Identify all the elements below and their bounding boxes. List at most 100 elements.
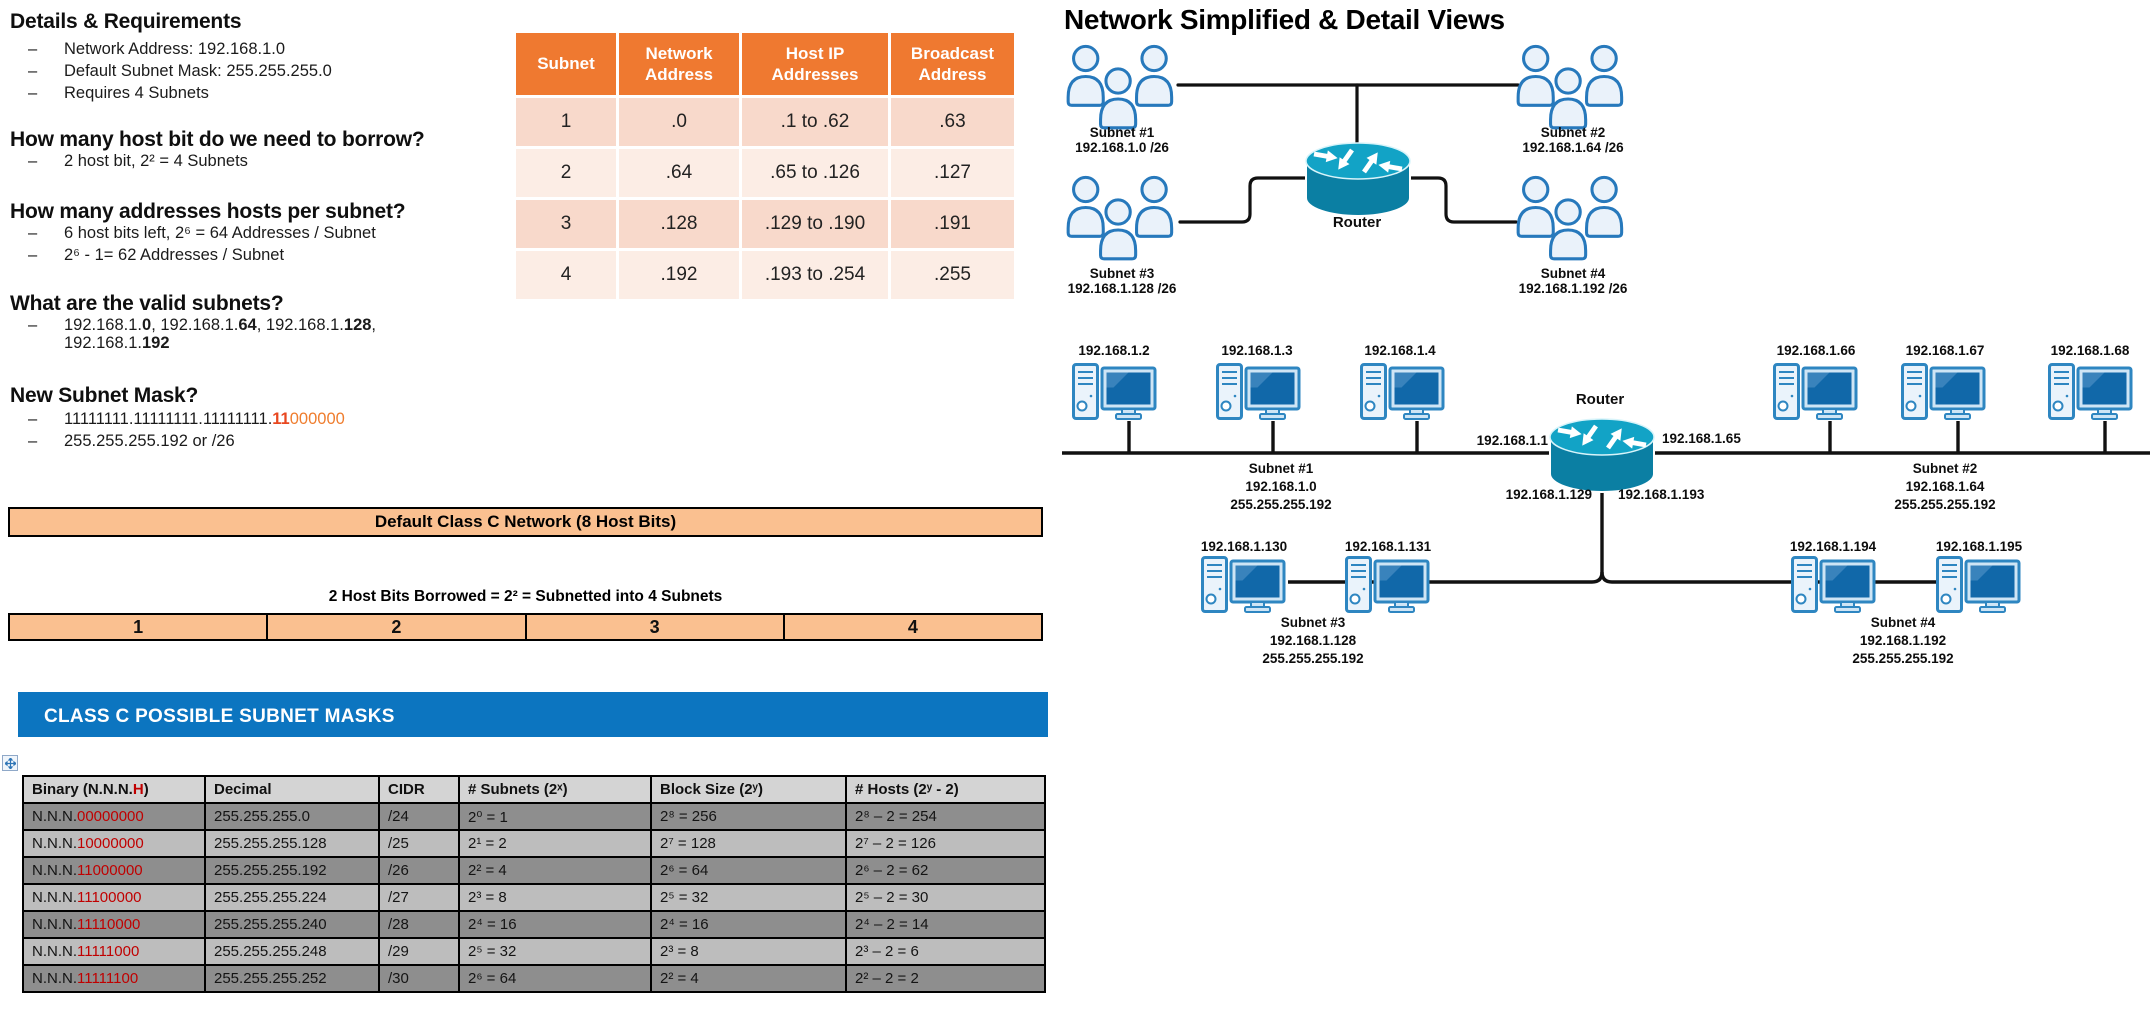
host-ip-label: 192.168.1.195 <box>1935 539 2023 554</box>
cell: 1 <box>516 98 616 146</box>
mask-host-bits: 000000 <box>289 410 345 428</box>
cell: 255.255.255.224 <box>204 883 380 912</box>
cell: 2⁷ – 2 = 126 <box>845 829 1046 858</box>
borrow-cell: 2 <box>268 615 527 639</box>
heading-borrow: How many host bit do we need to borrow? <box>10 128 425 151</box>
cell: 2¹ = 2 <box>458 829 652 858</box>
table-header-row: Subnet Network Address Host IP Addresses… <box>516 33 1014 95</box>
computer-icon <box>1936 556 2021 614</box>
list-item-valid-subnets-2: 192.168.1.192 <box>64 334 170 353</box>
heading-new-mask: New Subnet Mask? <box>10 384 199 407</box>
cell: 2⁶ = 64 <box>458 964 652 993</box>
computer-icon <box>1901 363 1986 421</box>
cell: /27 <box>378 883 460 912</box>
cell: 2³ = 8 <box>458 883 652 912</box>
list-item-text: Network Address: 192.168.1.0 <box>64 40 286 58</box>
subnet-text: 192.168.1. <box>64 316 142 334</box>
table-row: 2 .64 .65 to .126 .127 <box>516 149 1014 197</box>
host-ip-label: 192.168.1.4 <box>1364 343 1436 358</box>
cell: 2³ – 2 = 6 <box>845 937 1046 966</box>
cell: /26 <box>378 856 460 885</box>
col-header-decimal: Decimal <box>204 775 380 804</box>
cell: 2⁵ = 32 <box>650 883 847 912</box>
borrow-cell: 4 <box>784 615 1041 639</box>
cell: .193 to .254 <box>742 251 888 299</box>
subnet-block-name: Subnet #1 <box>1248 461 1314 476</box>
cell: 2⁸ – 2 = 254 <box>845 802 1046 831</box>
binary-cell: N.N.N.11111100 <box>22 964 206 993</box>
cell: 255.255.255.0 <box>204 802 380 831</box>
sep: , <box>151 316 161 334</box>
subnet-octet: 64 <box>238 316 257 334</box>
users-group-icon <box>1518 46 1622 127</box>
cell: 2⁵ – 2 = 30 <box>845 883 1046 912</box>
move-arrows-icon <box>4 757 16 769</box>
cell: 2³ = 8 <box>650 937 847 966</box>
simplified-links <box>1176 83 1520 224</box>
cell: 2⁶ = 64 <box>650 856 847 885</box>
borrow-cell: 1 <box>10 615 269 639</box>
host-ip-label: 192.168.1.131 <box>1344 539 1432 554</box>
cell: .64 <box>619 149 739 197</box>
computer-icon <box>1360 363 1445 421</box>
col-header-subnet: Subnet <box>516 33 616 95</box>
binary-cell: N.N.N.11111000 <box>22 937 206 966</box>
table-row: 3 .128 .129 to .190 .191 <box>516 200 1014 248</box>
host-ip-label: 192.168.1.130 <box>1200 539 1288 554</box>
cell: 2⁷ = 128 <box>650 829 847 858</box>
subnet4-label: Subnet #4 <box>1540 266 1606 281</box>
col-header-cidr: CIDR <box>378 775 460 804</box>
computer-icon <box>1201 556 1286 614</box>
table-row: N.N.N.11110000 255.255.255.240 /28 2⁴ = … <box>22 910 1046 939</box>
cell: 2⁸ = 256 <box>650 802 847 831</box>
subnet-block-net: 192.168.1.64 <box>1905 479 1985 494</box>
cell: 2⁴ = 16 <box>458 910 652 939</box>
cell: .1 to .62 <box>742 98 888 146</box>
router-if-left: 192.168.1.1 <box>1476 433 1548 448</box>
table-header-row: Binary (N.N.N.H) Decimal CIDR # Subnets … <box>22 775 1046 804</box>
list-item: –2⁶ - 1= 62 Addresses / Subnet <box>28 246 284 265</box>
subnet-block-net: 192.168.1.0 <box>1245 479 1317 494</box>
binary-cell: N.N.N.11100000 <box>22 883 206 912</box>
list-item-mask-decimal: –255.255.255.192 or /26 <box>28 432 235 451</box>
list-item: –2 host bit, 2² = 4 Subnets <box>28 152 248 171</box>
cell: 2⁵ = 32 <box>458 937 652 966</box>
subnet2-cidr: 192.168.1.64 /26 <box>1522 140 1624 155</box>
users-group-icon <box>1518 177 1622 258</box>
subnet3-cidr: 192.168.1.128 /26 <box>1067 281 1177 296</box>
binary-cell: N.N.N.11000000 <box>22 856 206 885</box>
computer-icon <box>1773 363 1858 421</box>
subnet-block-net: 192.168.1.192 <box>1859 633 1947 648</box>
router-if-down-right: 192.168.1.193 <box>1618 487 1705 502</box>
subnet-text: 192.168.1. <box>64 334 142 352</box>
bullet: – <box>28 246 38 264</box>
subnet-block-mask: 255.255.255.192 <box>1852 651 1954 666</box>
binary-cell: N.N.N.11110000 <box>22 910 206 939</box>
subnet1-cidr: 192.168.1.0 /26 <box>1075 140 1169 155</box>
list-item: – 6 host bits left, 2⁶ = 64 Addresses / S… <box>28 224 376 243</box>
subnet-block-net: 192.168.1.128 <box>1269 633 1357 648</box>
host-ip-label: 192.168.1.66 <box>1776 343 1856 358</box>
heading-details: Details & Requirements <box>10 10 242 33</box>
subnet-block-mask: 255.255.255.192 <box>1894 497 1996 512</box>
host-ip-label: 192.168.1.3 <box>1221 343 1293 358</box>
sep: , <box>371 316 377 334</box>
table-move-handle[interactable] <box>2 755 18 771</box>
list-item-text: 6 host bits left, 2⁶ = 64 Addresses / Su… <box>64 224 376 242</box>
cell: .127 <box>891 149 1014 197</box>
cell: 255.255.255.248 <box>204 937 380 966</box>
subnet-block-mask: 255.255.255.192 <box>1230 497 1332 512</box>
subnetted-row: 1 2 3 4 <box>8 613 1043 641</box>
cell: /25 <box>378 829 460 858</box>
router-if-right: 192.168.1.65 <box>1662 431 1741 446</box>
cell: /30 <box>378 964 460 993</box>
bullet: – <box>28 224 38 242</box>
cell: 255.255.255.240 <box>204 910 380 939</box>
list-item-mask-binary: –11111111.11111111.11111111.11000000 <box>28 410 345 429</box>
subnet-octet: 0 <box>142 316 152 334</box>
classc-masks-table: Binary (N.N.N.H) Decimal CIDR # Subnets … <box>22 775 1046 993</box>
computer-icon <box>1345 556 1430 614</box>
subnet-octet: 192 <box>142 334 170 352</box>
subnet4-cidr: 192.168.1.192 /26 <box>1518 281 1628 296</box>
